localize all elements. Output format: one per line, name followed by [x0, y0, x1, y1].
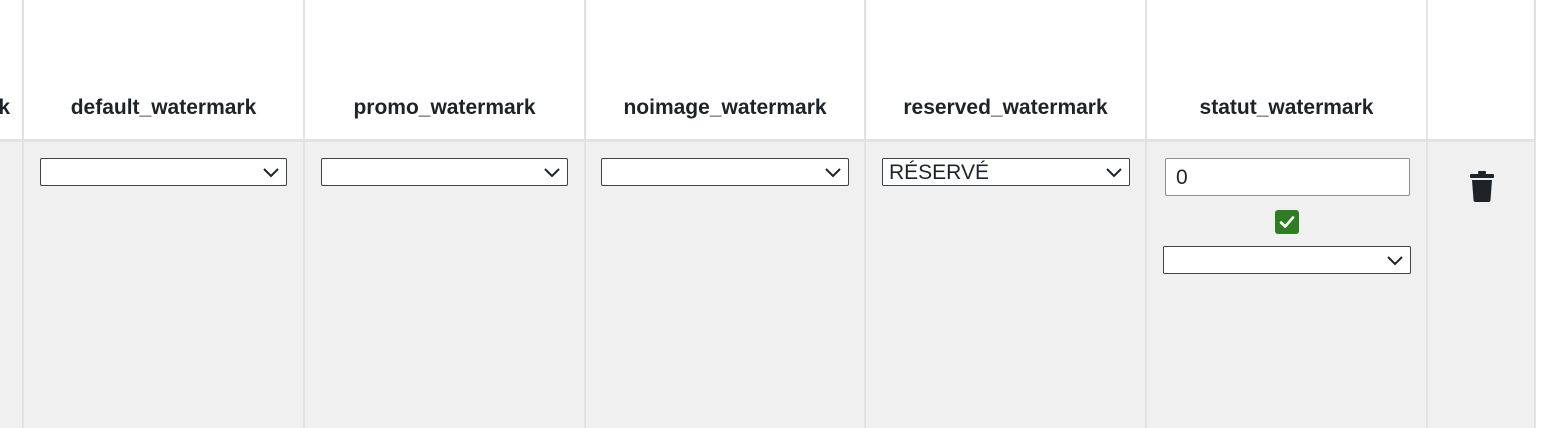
promo-watermark-select[interactable] [321, 158, 568, 186]
chevron-down-icon [263, 168, 279, 178]
header-divider [0, 139, 1536, 142]
check-icon [1279, 216, 1295, 228]
chevron-down-icon [1106, 168, 1122, 178]
column-header-statut-watermark[interactable]: statut_watermark [1199, 96, 1374, 119]
chevron-down-icon [825, 168, 841, 178]
column-header-promo-watermark[interactable]: promo_watermark [353, 96, 536, 119]
column-divider [1426, 0, 1428, 428]
column-divider [303, 0, 305, 428]
column-divider [1145, 0, 1147, 428]
reserved-watermark-select[interactable]: RÉSERVÉ [882, 158, 1130, 186]
select-value: RÉSERVÉ [889, 161, 989, 184]
table-header-row [0, 0, 1536, 140]
column-header-default-watermark[interactable]: default_watermark [70, 96, 257, 119]
column-divider [1534, 0, 1536, 428]
column-divider [22, 0, 24, 428]
column-divider [584, 0, 586, 428]
column-header-cut-off: k [0, 96, 10, 119]
column-header-reserved-watermark[interactable]: reserved_watermark [903, 96, 1108, 119]
chevron-down-icon [544, 168, 560, 178]
column-header-noimage-watermark[interactable]: noimage_watermark [623, 96, 827, 119]
column-divider [864, 0, 866, 428]
statut-watermark-input[interactable] [1165, 158, 1410, 196]
statut-watermark-checkbox[interactable] [1275, 210, 1299, 234]
chevron-down-icon [1387, 256, 1403, 266]
noimage-watermark-select[interactable] [601, 158, 849, 186]
default-watermark-select[interactable] [40, 158, 287, 186]
trash-icon[interactable] [1470, 170, 1494, 202]
statut-watermark-select[interactable] [1163, 246, 1411, 274]
